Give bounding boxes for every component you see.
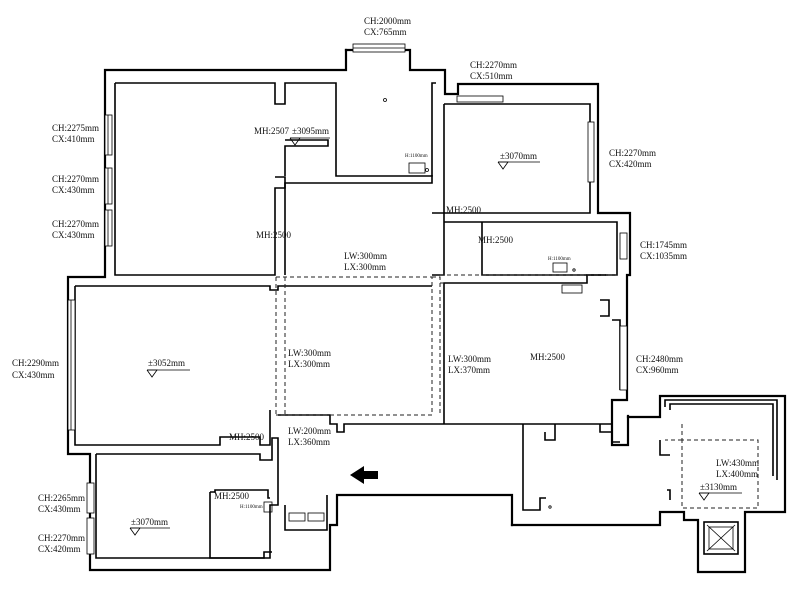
left-window-1-ch: CH:2275mm [52,123,100,133]
left-window-3-ch: CH:2270mm [52,219,100,229]
beam-3-lw: LW:300mm [448,354,491,364]
left-window-6-cx: CX:420mm [38,544,81,554]
beam-4-lx: LX:360mm [288,437,330,447]
right-window-2-ch: CH:1745mm [640,240,688,250]
fixtures [263,98,583,522]
beam-5-lw: LW:430mm [716,458,759,468]
mh-2500-a: MH:2500 [446,205,482,215]
right-window-3-ch: CH:2480mm [636,354,684,364]
left-window-6-ch: CH:2270mm [38,533,86,543]
interior-walls [74,82,671,559]
beam-2-lx: LX:300mm [288,359,330,369]
left-window-4-ch: CH:2290mm [12,358,60,368]
beam-3-lx: LX:370mm [448,365,490,375]
right-window-1-cx: CX:420mm [609,159,652,169]
mh-2500-f: MH:2500 [214,491,250,501]
beam-1-lx: LX:300mm [344,262,386,272]
left-window-5-ch: CH:2265mm [38,493,86,503]
left-window-3-cx: CX:430mm [52,230,95,240]
beam-4-lw: LW:200mm [288,426,331,436]
top-right-window-cx: CX:510mm [470,71,513,81]
mh-2500-b: MH:2500 [256,230,292,240]
windows [67,43,628,555]
right-window-1-ch: CH:2270mm [609,148,657,158]
level-markers [129,137,742,536]
left-window-5-cx: CX:430mm [38,504,81,514]
mh-2500-e: MH:2500 [229,432,265,442]
level-3070-b: ±3070mm [131,517,168,527]
mh-2500-c: MH:2500 [478,235,514,245]
mh-2500-d: MH:2500 [530,352,566,362]
left-window-4-cx: CX:430mm [12,370,55,380]
left-window-1-cx: CX:410mm [52,134,95,144]
top-window-cx: CX:765mm [364,27,407,37]
top-window-ch: CH:2000mm [364,16,412,26]
balcony [664,399,778,555]
mh-2507: MH:2507 [254,126,290,136]
top-right-window-ch: CH:2270mm [470,60,518,70]
fixture-height-1: H:1100mm [405,154,428,159]
level-3130: ±3130mm [700,482,737,492]
level-3070-a: ±3070mm [500,151,537,161]
left-window-2-ch: CH:2270mm [52,174,100,184]
level-3052: ±3052mm [148,358,185,368]
fixture-height-3: H:1100mm [240,505,263,510]
right-window-3-cx: CX:960mm [636,365,679,375]
beam-5-lx: LX:400mm [716,469,758,479]
beam-2-lw: LW:300mm [288,348,331,358]
right-window-2-cx: CX:1035mm [640,251,688,261]
entrance-arrow-icon [350,466,378,484]
level-3095: ±3095mm [292,126,329,136]
left-window-2-cx: CX:430mm [52,185,95,195]
beam-lines [275,274,759,509]
beam-1-lw: LW:300mm [344,251,387,261]
outer-walls [66,48,787,574]
fixture-height-2: H:1100mm [548,257,571,262]
